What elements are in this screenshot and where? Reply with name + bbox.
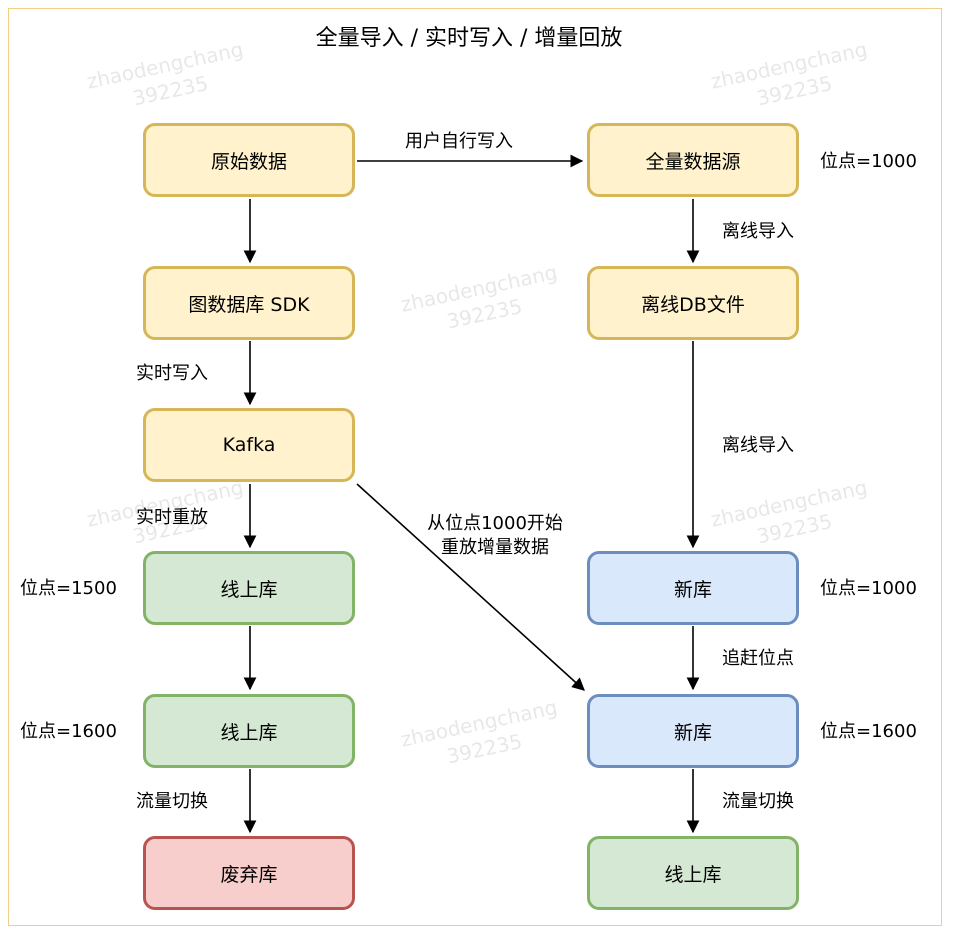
node-label: 新库 [673, 721, 712, 744]
node-online-db-1: 线上库 [143, 551, 355, 625]
node-graph-sdk: 图数据库 SDK [143, 266, 355, 340]
edge-label-user-write: 用户自行写入 [405, 131, 513, 152]
node-label: 废弃库 [220, 863, 278, 886]
node-kafka: Kafka [143, 408, 355, 482]
node-label: 线上库 [220, 578, 278, 601]
offset-online-db-2: 位点=1600 [20, 721, 117, 742]
edge-kafka-to-new2 [356, 483, 585, 691]
edge-label-traffic-switch-right: 流量切换 [722, 791, 794, 812]
node-label: 全量数据源 [645, 150, 741, 173]
node-label: 线上库 [220, 721, 278, 744]
edge-label-offline-import-1: 离线导入 [722, 221, 794, 242]
node-online-db-3: 线上库 [587, 836, 799, 910]
node-label: 线上库 [664, 863, 722, 886]
edge-label-offline-import-2: 离线导入 [722, 435, 794, 456]
node-discarded-db: 废弃库 [143, 836, 355, 910]
offset-online-db-1: 位点=1500 [20, 578, 117, 599]
node-label: 新库 [673, 578, 712, 601]
node-offline-db-file: 离线DB文件 [587, 266, 799, 340]
edge-label-realtime-write: 实时写入 [136, 363, 208, 384]
node-raw-data: 原始数据 [143, 123, 355, 197]
diagram-frame [8, 8, 942, 926]
offset-new-db-1: 位点=1000 [820, 578, 917, 599]
node-label: 离线DB文件 [641, 293, 745, 316]
edge-label-line: 从位点1000开始 [427, 513, 563, 534]
node-new-db-1: 新库 [587, 551, 799, 625]
node-label: 图数据库 SDK [188, 293, 310, 316]
edge-label-catch-up: 追赶位点 [722, 648, 794, 669]
diagram-title: 全量导入 / 实时写入 / 增量回放 [315, 26, 623, 51]
node-new-db-2: 新库 [587, 694, 799, 768]
edge-label-realtime-replay: 实时重放 [136, 507, 208, 528]
node-full-source: 全量数据源 [587, 123, 799, 197]
edge-label-replay-from-offset: 从位点1000开始 重放增量数据 [410, 512, 580, 560]
edge-label-traffic-switch-left: 流量切换 [136, 791, 208, 812]
offset-new-db-2: 位点=1600 [820, 721, 917, 742]
node-online-db-2: 线上库 [143, 694, 355, 768]
offset-full-source: 位点=1000 [820, 151, 917, 172]
node-label: Kafka [222, 434, 276, 456]
node-label: 原始数据 [210, 150, 287, 173]
edge-label-line: 重放增量数据 [441, 537, 549, 558]
